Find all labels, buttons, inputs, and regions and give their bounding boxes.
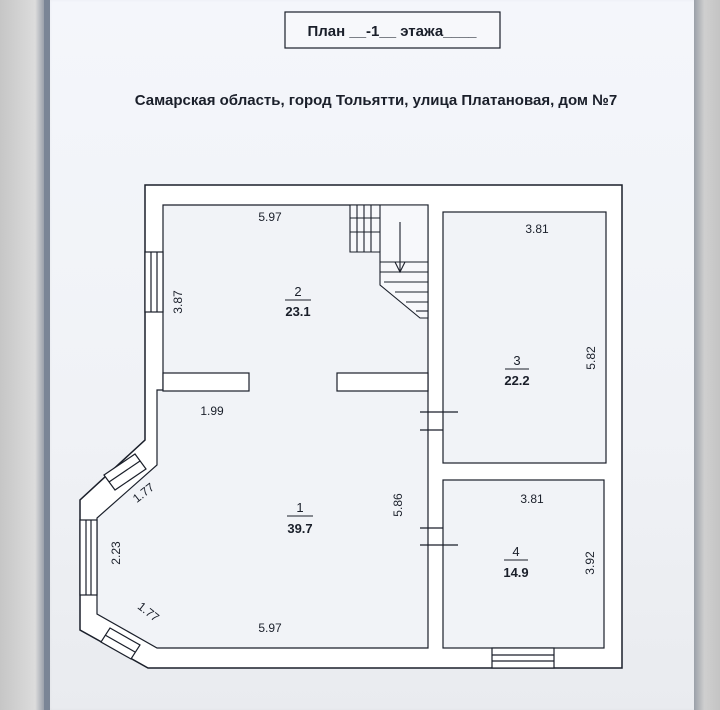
room-2-number: 2 <box>294 284 301 299</box>
desk-left-background <box>0 0 44 710</box>
room-1-label: 1 39.7 <box>287 500 313 536</box>
room-4-number: 4 <box>512 544 519 559</box>
dim-room2-left: 3.87 <box>171 290 185 314</box>
dim-room4-right: 3.92 <box>583 551 597 575</box>
room-3-label: 3 22.2 <box>504 353 529 388</box>
dim-room3-right: 5.82 <box>584 346 598 370</box>
plan-title-box <box>284 11 501 49</box>
room-1-number: 1 <box>296 500 303 515</box>
room-2-area: 23.1 <box>285 304 310 319</box>
window-bay-lower <box>100 627 141 660</box>
room-3-number: 3 <box>513 353 520 368</box>
window-bottom <box>491 647 555 669</box>
staircase <box>349 204 429 319</box>
room-3-area: 22.2 <box>504 373 529 388</box>
room-3-floor <box>442 211 607 464</box>
dim-room1-bottom: 5.97 <box>258 621 282 635</box>
partition-right <box>336 372 429 392</box>
desk-right-background <box>694 0 720 710</box>
dim-room1-right: 5.86 <box>391 493 405 517</box>
window-bay-upper <box>103 453 147 491</box>
address-line: Самарская область, город Тольятти, улица… <box>135 92 617 109</box>
window-bay-middle <box>79 519 98 596</box>
room-2-label: 2 23.1 <box>285 284 311 319</box>
dim-room1-left-segment: 1.99 <box>200 404 224 418</box>
dim-bay-middle: 2.23 <box>109 541 123 565</box>
dim-room4-top: 3.81 <box>520 492 544 506</box>
dim-room2-top: 5.97 <box>258 210 282 224</box>
room-4-label: 4 14.9 <box>503 544 528 580</box>
partition-left <box>162 372 250 392</box>
dim-room3-top: 3.81 <box>525 222 549 236</box>
room-1-area: 39.7 <box>287 521 312 536</box>
window-left <box>144 251 164 313</box>
room-4-area: 14.9 <box>503 565 528 580</box>
plan-title: План __-1__ этажа____ <box>307 23 477 40</box>
room-4-floor <box>442 479 605 649</box>
